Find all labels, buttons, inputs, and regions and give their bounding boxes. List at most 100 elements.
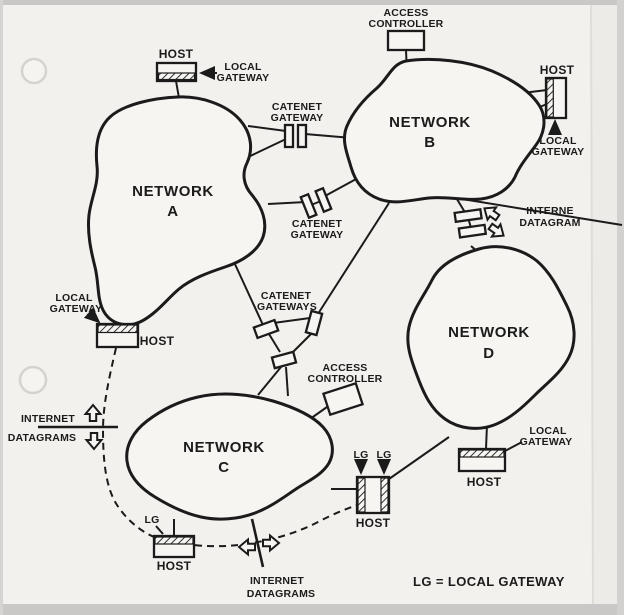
host-bottom-center: LG LG HOST xyxy=(354,449,392,530)
lg-bottom-left-label: LG xyxy=(145,514,160,526)
link-centergw-netc-b xyxy=(285,366,289,397)
center-gateway-bottom-icon xyxy=(270,350,298,370)
host-top-left: HOST LOCAL GATEWAY xyxy=(155,47,270,84)
link-neta-cg2 xyxy=(267,201,307,205)
local-gateway-left-pointer xyxy=(83,307,101,324)
link-netd-dualhost xyxy=(388,436,450,480)
catenet-gateway-mid-icon xyxy=(299,186,333,220)
catenet-gateway-bd-icon xyxy=(453,207,488,239)
network-b-label: NETWORK xyxy=(389,114,471,131)
link-neta-cg1-a xyxy=(247,125,287,132)
link-hosttl-neta xyxy=(175,80,180,99)
link-centergw-netc-a xyxy=(257,366,282,396)
local-gateway-bottom-right-label-2: GATEWAY xyxy=(520,436,573,448)
interne-datagram-label-1: INTERNE xyxy=(526,205,574,217)
local-gateway-top-right-label-1: LOCAL xyxy=(539,135,577,147)
scan-edge-top xyxy=(0,0,624,5)
access-controller-top-label-1: ACCESS xyxy=(384,7,429,19)
host-top-right: HOST LOCAL GATEWAY xyxy=(532,63,585,158)
access-controller-top: ACCESS CONTROLLER xyxy=(369,7,444,52)
local-gateway-left-label-1: LOCAL xyxy=(55,292,93,304)
network-a-letter: A xyxy=(167,203,178,220)
access-controller-c-box xyxy=(321,381,365,417)
local-gateway-top-right-label-2: GATEWAY xyxy=(532,146,585,158)
local-gateway-top-left-label-2: GATEWAY xyxy=(217,72,270,84)
datagram-arrow-left-bottom xyxy=(237,537,256,557)
scan-edge-right xyxy=(617,0,624,615)
datagram-arrow-right-bottom xyxy=(262,533,281,553)
network-b-letter: B xyxy=(424,134,435,151)
link-neta-cg1-b xyxy=(245,138,287,159)
catenet-gateway-mid: CATENET GATEWAY xyxy=(291,186,343,241)
network-d-cloud xyxy=(406,245,576,430)
host-bottom-right-label: HOST xyxy=(467,475,502,489)
internet-datagrams-bottom: INTERNET DATAGRAMS xyxy=(237,533,316,600)
link-neta-centergw xyxy=(233,261,264,326)
internet-datagrams-bottom-label-2: DATAGRAMS xyxy=(247,588,316,600)
internet-datagrams-left-label-1: INTERNET xyxy=(21,413,75,425)
datagram-arrow-up-right xyxy=(483,206,501,223)
catenet-gateway-top-label-2: GATEWAY xyxy=(271,112,324,124)
host-bottom-center-lg-strip-left xyxy=(357,477,366,513)
scan-edge-left xyxy=(0,0,3,615)
host-top-left-local-gateway-strip xyxy=(157,72,196,81)
access-controller-c-label-2: CONTROLLER xyxy=(308,373,383,385)
link-cg2-netb xyxy=(324,177,359,197)
host-bottom-right-local-gateway-strip xyxy=(459,449,505,458)
access-controller-top-label-2: CONTROLLER xyxy=(369,18,444,30)
scan-edge-bottom xyxy=(0,604,624,615)
catenet-gateway-top-icon xyxy=(296,123,308,149)
network-c-letter: C xyxy=(218,459,229,476)
network-d-letter: D xyxy=(483,345,494,362)
network-a-cloud xyxy=(87,95,267,327)
link-centergw-left xyxy=(268,333,281,353)
host-bottom-right: HOST LOCAL GATEWAY xyxy=(457,425,573,489)
host-left: LOCAL GATEWAY HOST xyxy=(50,292,175,349)
catenet-gateways-center: CATENET GATEWAYS xyxy=(252,290,324,370)
host-left-local-gateway-strip xyxy=(97,324,138,334)
link-netb-centergw xyxy=(315,202,390,318)
host-bottom-left: LG HOST xyxy=(145,514,196,573)
internet-datagrams-left-label-2: DATAGRAMS xyxy=(8,432,77,444)
host-top-left-label: HOST xyxy=(159,47,194,61)
lg-bottom-left-pointer xyxy=(155,525,164,535)
network-c-cloud xyxy=(125,392,334,521)
interne-datagram-group: INTERNE DATAGRAM xyxy=(453,205,580,239)
interne-datagram-label-2: DATAGRAM xyxy=(519,217,580,229)
catenet-gateway-top-icon xyxy=(283,123,295,149)
access-controller-top-box xyxy=(386,29,426,52)
internet-datagrams-bottom-label-1: INTERNET xyxy=(250,575,304,587)
host-bottom-center-label: HOST xyxy=(356,516,391,530)
datagram-arrow-down-left xyxy=(84,432,104,451)
datagram-arrow-down-right xyxy=(487,221,505,238)
network-c-label: NETWORK xyxy=(183,439,265,456)
catenet-gateways-center-label-1: CATENET xyxy=(261,290,312,302)
catenet-gateway-top-label-1: CATENET xyxy=(272,101,323,113)
center-gateway-right-icon xyxy=(304,309,324,337)
internet-datagrams-left: INTERNET DATAGRAMS xyxy=(8,403,104,451)
access-controller-c-label-1: ACCESS xyxy=(323,362,368,374)
host-left-label: HOST xyxy=(140,334,175,348)
punch-hole-top xyxy=(20,57,48,85)
punch-hole-bottom xyxy=(18,365,48,395)
local-gateway-bottom-right-pointer xyxy=(502,441,523,453)
access-controller-c: ACCESS CONTROLLER xyxy=(308,362,383,417)
lg-dual-2-label: LG xyxy=(377,449,392,461)
center-gateway-left-icon xyxy=(252,318,280,340)
paper-crease xyxy=(590,0,594,605)
catenet-gateway-mid-label-1: CATENET xyxy=(292,218,343,230)
datagram-arrow-up-left xyxy=(83,403,103,422)
host-bottom-center-lg-strip-right xyxy=(380,477,389,513)
host-bottom-left-label: HOST xyxy=(157,559,192,573)
network-d-label: NETWORK xyxy=(448,324,530,341)
host-top-right-label: HOST xyxy=(540,63,575,77)
catenet-gateway-top: CATENET GATEWAY xyxy=(271,101,324,149)
local-gateway-left-label-2: GATEWAY xyxy=(50,303,103,315)
host-bottom-left-local-gateway-strip xyxy=(154,536,194,545)
network-b-cloud xyxy=(343,58,546,204)
network-a-label: NETWORK xyxy=(132,183,214,200)
lg-dual-1-label: LG xyxy=(354,449,369,461)
host-top-right-local-gateway-strip xyxy=(546,78,554,118)
